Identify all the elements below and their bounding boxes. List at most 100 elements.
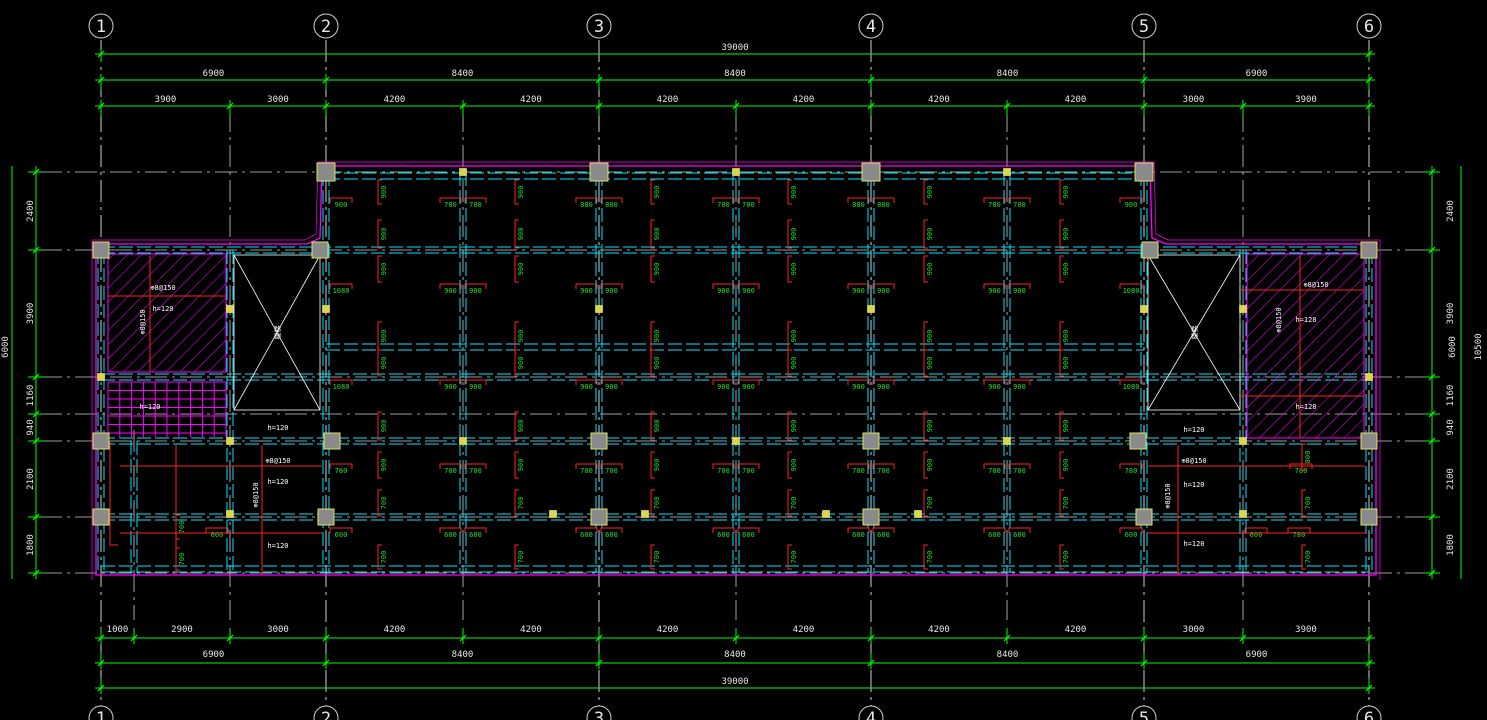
column-main	[323, 432, 341, 450]
rebar-horizontal	[737, 463, 760, 469]
rebar-length: 900	[790, 420, 798, 433]
dimension-text: 8400	[724, 650, 746, 660]
rebar-horizontal	[712, 463, 735, 469]
rebar-horizontal	[439, 463, 462, 469]
dimension-tick	[1140, 659, 1148, 667]
rebar-length: 700	[742, 201, 755, 209]
annotations: ⊕8@150h=120h=120h=120⊕8@150h=120h=120⊕8@…	[139, 281, 1329, 550]
dimension-tick	[32, 437, 40, 445]
rebar-length: 900	[790, 228, 798, 241]
axis-label-top: 3	[594, 17, 604, 37]
dimension-tick	[32, 168, 40, 176]
rebar-horizontal	[872, 527, 895, 533]
column-small	[914, 510, 922, 518]
rebar-length: 900	[1062, 420, 1070, 433]
dimension-text: 1160	[26, 385, 36, 407]
rebar-vertical	[787, 255, 792, 283]
rebar-length: 600	[877, 531, 890, 539]
column-small	[226, 305, 234, 313]
rebar-length: 700	[852, 467, 865, 475]
axis-label-bottom: 4	[866, 709, 876, 720]
columns	[92, 162, 1378, 526]
dimension-text: 3000	[1183, 625, 1205, 635]
rebar-length: 700	[988, 201, 1001, 209]
dimension-text: 4200	[928, 95, 950, 105]
axis-label-bottom: 2	[321, 709, 331, 720]
column-small	[1003, 168, 1011, 176]
rebar-horizontal	[847, 283, 870, 289]
rebar-length: 900	[653, 459, 661, 472]
rebar-length: 600	[1013, 531, 1026, 539]
rebar-length: 900	[380, 420, 388, 433]
axis-bubble-bottom	[586, 705, 612, 720]
rebar-length: 700	[444, 201, 457, 209]
rebar-horizontal	[439, 527, 462, 533]
rebar-length: 900	[517, 263, 525, 276]
axis-label-top: 6	[1364, 17, 1374, 37]
column-small	[1365, 373, 1373, 381]
dimension-text: 4200	[384, 625, 406, 635]
column-small	[459, 437, 467, 445]
column-small	[549, 510, 557, 518]
rebar-horizontal	[439, 379, 462, 385]
rebar-length: 900	[653, 263, 661, 276]
dimension-tick	[595, 76, 603, 84]
dimension-tick	[1428, 513, 1436, 521]
rebar-length: 900	[517, 186, 525, 199]
rebar-vertical	[923, 451, 928, 479]
rebar-length: 900	[926, 330, 934, 343]
rebar-horizontal	[600, 463, 623, 469]
rebar-vertical	[650, 411, 655, 441]
rebar-length: 700	[926, 497, 934, 510]
rebar-horizontal	[712, 197, 735, 203]
column-main	[316, 162, 336, 182]
rebar-horizontal	[1008, 463, 1031, 469]
stair-wells: 楼梯楼梯	[233, 254, 1241, 411]
rebar-length: 600	[580, 531, 593, 539]
rebar-horizontal	[205, 527, 229, 533]
rebar-length: 600	[605, 531, 618, 539]
dimension-tick	[1428, 569, 1436, 577]
column-small	[1239, 510, 1247, 518]
slab-note: ⊕8@150	[265, 457, 290, 465]
dimension-text: 4200	[793, 95, 815, 105]
rebar-length: 900	[852, 383, 865, 391]
dimension-tick	[732, 634, 740, 642]
rebar-vertical	[514, 349, 519, 377]
rebar-length: 900	[605, 287, 618, 295]
dimension-text: 4200	[384, 95, 406, 105]
dimension-text: 8400	[724, 69, 746, 79]
rebar-length: 700	[1304, 497, 1312, 510]
dimension-text: 6900	[1246, 650, 1268, 660]
hatched-slab-right	[1246, 253, 1365, 439]
column-small	[732, 168, 740, 176]
dimension-tick	[322, 659, 330, 667]
dimension-tick	[1428, 168, 1436, 176]
rebar-length: 900	[1062, 330, 1070, 343]
rebar-horizontal	[737, 283, 760, 289]
stair-frame	[233, 254, 321, 411]
rebar-length: 900	[1062, 357, 1070, 370]
column-main	[862, 432, 880, 450]
rebar-length: 700	[605, 467, 618, 475]
rebar-vertical	[650, 451, 655, 479]
rebar-horizontal	[1244, 527, 1268, 533]
rebar-vertical	[514, 179, 519, 205]
dimension-tick	[459, 634, 467, 642]
dimension-text: 940	[26, 419, 36, 435]
column-small	[226, 437, 234, 445]
axis-bubble-top	[88, 13, 114, 39]
rebar-length: 1080	[1123, 287, 1140, 295]
rebar-length: 780	[1125, 467, 1138, 475]
rebar-length: 900	[926, 186, 934, 199]
column-main	[861, 162, 881, 182]
dimension-tick	[97, 659, 105, 667]
rebar-vertical	[787, 489, 792, 517]
dimension-tick	[130, 634, 138, 642]
dimension-tick	[1428, 246, 1436, 254]
rebar-vertical	[787, 451, 792, 479]
column-small	[1003, 437, 1011, 445]
rebar-length: 700	[717, 467, 730, 475]
rebar-vertical	[1059, 489, 1064, 517]
